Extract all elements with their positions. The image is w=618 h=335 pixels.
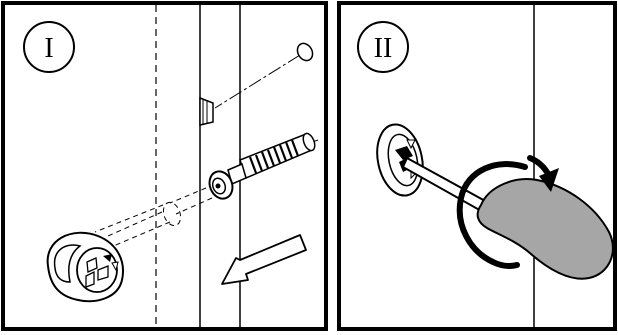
cam-lock-fitting: [48, 233, 123, 301]
step-number-label: I: [44, 33, 53, 64]
step-number-label: II: [374, 33, 393, 64]
step-badge: I: [24, 22, 74, 72]
step-1-illustration: I: [0, 0, 330, 335]
assembly-step-1-panel: I: [0, 0, 330, 335]
step-badge: II: [358, 22, 408, 72]
ribbed-dowel: [206, 132, 317, 202]
hidden-bore-lines: [95, 188, 212, 250]
drill-hole: [294, 41, 315, 64]
assembly-step-2-panel: II: [337, 0, 618, 335]
insertion-axis-line: [215, 55, 300, 108]
cam-lock-face: [371, 120, 429, 200]
push-direction-arrow-icon: [222, 235, 306, 284]
wall-plug: [200, 98, 213, 125]
step-2-illustration: II: [337, 0, 618, 335]
